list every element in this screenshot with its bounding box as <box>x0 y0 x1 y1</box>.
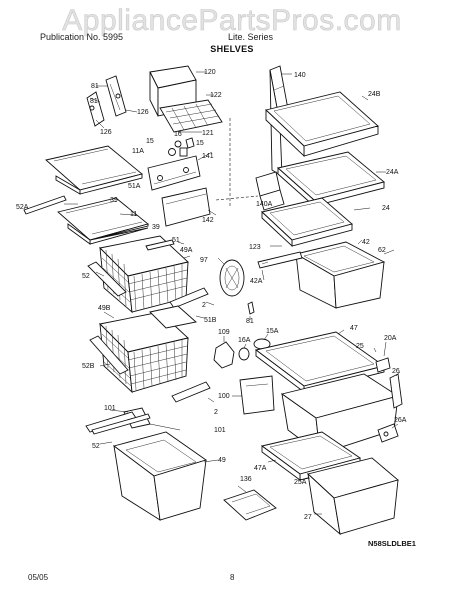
part-26A-clip[interactable] <box>377 423 399 443</box>
callout-97: 97 <box>200 257 208 264</box>
callout-20A: 20A <box>384 335 397 342</box>
callout-52B: 52B <box>82 363 95 370</box>
callout-2: 2 <box>202 302 206 309</box>
part-109-cam[interactable] <box>213 341 235 369</box>
watermark: AppliancePartsPros.com <box>62 4 402 38</box>
callout-109: 109 <box>218 329 230 336</box>
callout-15A: 15A <box>266 328 279 335</box>
part-136-cover[interactable] <box>223 489 277 521</box>
callout-141: 141 <box>202 153 214 160</box>
part-42-rail[interactable] <box>257 251 303 269</box>
part-97-damper[interactable] <box>219 259 245 297</box>
callout-49: 49 <box>218 457 226 464</box>
callout-51B: 51B <box>204 317 217 324</box>
callout-47: 47 <box>350 325 358 332</box>
callout-101b: 101 <box>214 427 226 434</box>
callout-49B: 49B <box>98 305 111 312</box>
callout-11A: 11A <box>132 148 144 155</box>
callout-26: 26 <box>392 368 400 375</box>
callout-126: 126 <box>137 109 149 116</box>
callout-39: 39 <box>110 197 118 204</box>
callout-16: 16 <box>174 131 182 138</box>
part-122-rack[interactable] <box>159 99 223 133</box>
part-51B-slide[interactable] <box>149 305 197 329</box>
callout-101: 101 <box>104 405 116 412</box>
callout-136: 136 <box>240 476 252 483</box>
callout-81: 81 <box>91 83 99 90</box>
callout-121: 121 <box>202 130 214 137</box>
callout-25A: 25A <box>294 479 307 486</box>
callout-142: 142 <box>202 217 214 224</box>
part-20A-clip[interactable] <box>375 357 391 373</box>
part-16-15-hardware[interactable] <box>168 137 195 157</box>
diagram-reference-code: N58SLDLBE1 <box>368 539 416 548</box>
part-140A-bracket[interactable] <box>255 171 285 211</box>
callout-42: 42 <box>362 239 370 246</box>
callout-140A: 140A <box>256 201 273 208</box>
callout-24: 24 <box>382 205 390 212</box>
part-16A-knob[interactable] <box>238 347 250 361</box>
callout-126b: 126 <box>100 129 112 136</box>
part-11-glass-shelf[interactable] <box>57 197 149 245</box>
part-2-rail-lower[interactable] <box>171 381 211 403</box>
callout-81b: 81 <box>90 98 98 105</box>
callout-16A: 16A <box>238 337 251 344</box>
part-62-pan[interactable] <box>294 241 386 309</box>
part-142-cover[interactable] <box>161 187 211 227</box>
part-52A-handle[interactable] <box>23 195 67 215</box>
callout-81c: 81 <box>246 318 254 325</box>
part-52B-handle[interactable] <box>89 335 129 375</box>
part-52-handle[interactable] <box>87 261 127 297</box>
part-100-panel[interactable] <box>239 375 275 415</box>
part-51-slide[interactable] <box>145 239 175 251</box>
callout-15b: 15 <box>196 140 204 147</box>
part-81-screw[interactable] <box>247 301 255 315</box>
callout-24A: 24A <box>386 169 399 176</box>
callout-42A: 42A <box>250 278 263 285</box>
callout-51A: 51A <box>128 183 141 190</box>
part-27-crisper-drawer[interactable] <box>307 457 399 536</box>
callout-26A: 26A <box>394 417 407 424</box>
callout-100: 100 <box>218 393 230 400</box>
callout-27: 27 <box>304 514 312 521</box>
callout-123: 123 <box>249 244 261 251</box>
model-series: Lite. Series <box>228 32 274 42</box>
footer-date: 05/05 <box>28 573 49 582</box>
part-26-rail[interactable] <box>389 373 403 409</box>
footer-page-number: 8 <box>230 573 235 582</box>
callout-122: 122 <box>210 92 222 99</box>
part-81-126-bracket[interactable] <box>86 75 127 127</box>
callout-120: 120 <box>204 69 216 76</box>
callout-49A: 49A <box>180 247 193 254</box>
callout-62: 62 <box>378 247 386 254</box>
part-11A-glass-shelf[interactable] <box>45 145 143 195</box>
page-title: SHELVES <box>210 44 254 54</box>
callout-51: 51 <box>172 237 180 244</box>
callout-24B: 24B <box>368 91 381 98</box>
part-49A-wire-basket[interactable] <box>99 235 189 314</box>
part-2-rail[interactable] <box>169 287 209 309</box>
part-24B-glass-shelf[interactable] <box>265 91 379 158</box>
part-52-lower-handle[interactable] <box>85 411 151 435</box>
callout-140: 140 <box>294 72 306 79</box>
callout-52: 52 <box>82 273 90 280</box>
part-49-bin[interactable] <box>112 431 208 521</box>
part-24-glass-shelf[interactable] <box>261 197 353 248</box>
callout-47A: 47A <box>254 465 267 472</box>
part-24A-glass-shelf[interactable] <box>277 151 385 208</box>
callout-11: 11 <box>130 211 137 218</box>
part-141-bracket[interactable] <box>147 155 201 191</box>
callout-15: 15 <box>146 138 154 145</box>
callout-39b: 39 <box>152 224 160 231</box>
callout-25: 25 <box>356 343 364 350</box>
publication-number: Publication No. 5995 <box>40 32 124 42</box>
callout-52b: 52 <box>92 443 100 450</box>
callout-52A: 52A <box>16 204 29 211</box>
callout-2b: 2 <box>214 409 218 416</box>
